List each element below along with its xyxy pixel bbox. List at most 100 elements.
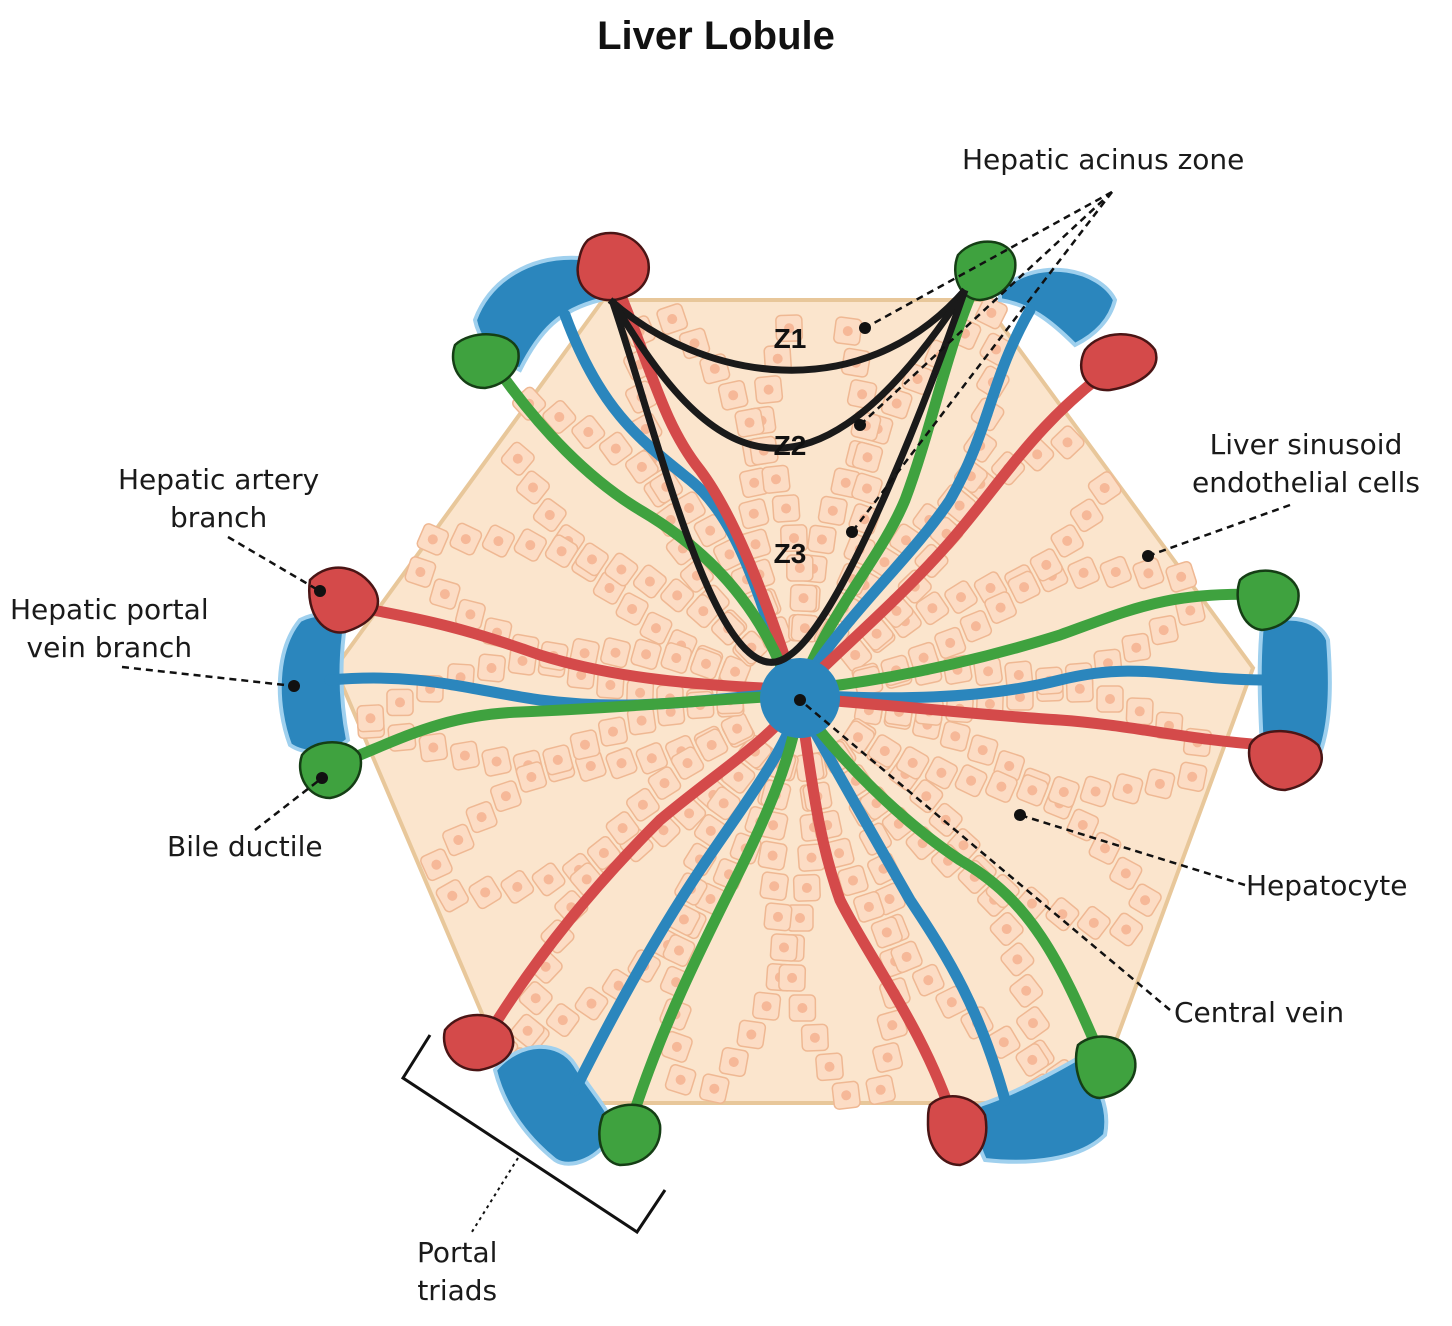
hepatocyte-nucleus	[427, 534, 438, 545]
hepatocyte-nucleus	[728, 390, 739, 401]
portal-vein-branch-vessel	[794, 665, 1271, 704]
hepatocyte-nucleus	[431, 859, 442, 870]
hepatocyte-nucleus	[493, 536, 504, 547]
zone-3-boundary	[608, 288, 969, 666]
label-liver-sinusoid: Liver sinusoid endothelial cells	[1192, 426, 1420, 502]
hepatocyte-nucleus	[1131, 642, 1142, 653]
hepatocyte-nucleus	[946, 997, 957, 1008]
hepatocyte-cell	[1029, 548, 1063, 582]
hepatocyte-nucleus	[671, 1041, 682, 1052]
zone-2-boundary	[608, 288, 968, 452]
hepatocyte-nucleus	[730, 666, 741, 677]
hepatocyte-cell	[853, 891, 885, 923]
hepatocyte-cell	[1109, 856, 1143, 890]
hepatocyte-cell	[736, 1019, 767, 1050]
hepatocyte-nucleus	[544, 510, 555, 520]
hepatocyte-nucleus	[923, 975, 934, 986]
hepatocyte-cell	[639, 611, 673, 645]
hepatocyte-nucleus	[455, 672, 466, 683]
hepatocyte-cell	[771, 494, 801, 523]
hepatocyte-nucleus	[701, 658, 711, 669]
hepatocyte-cell	[797, 843, 826, 872]
hepatocyte-nucleus	[526, 772, 537, 782]
hepatocyte-nucleus	[996, 781, 1007, 792]
hepatocyte-cell	[734, 407, 765, 438]
hepatocyte-nucleus	[608, 726, 618, 737]
hepatocyte-nucleus	[586, 998, 597, 1009]
hepatocyte-nucleus	[853, 732, 863, 743]
hepatocyte-cell	[510, 1013, 545, 1048]
hepatocyte-nucleus	[1103, 658, 1113, 669]
label-hepatocyte: Hepatocyte	[1246, 869, 1408, 902]
hepatocyte-cell	[890, 940, 923, 974]
label-liver-sinusoid-line2: endothelial cells	[1192, 466, 1420, 499]
hepatocyte-cell	[763, 344, 792, 373]
hepatocyte-cell	[896, 746, 930, 780]
hepatocyte-cell	[870, 916, 903, 949]
hepatocyte-cell	[837, 864, 869, 897]
hepatocyte-nucleus	[579, 648, 590, 659]
hepatocyte-nucleus	[1062, 535, 1073, 546]
hepatic-artery-branch	[307, 566, 380, 634]
portal-vein-blob	[998, 267, 1118, 348]
hepatocyte-nucleus	[1134, 706, 1145, 717]
hepatocyte-nucleus	[684, 808, 695, 819]
hepatocyte-nucleus	[1187, 771, 1198, 782]
hepatocyte-cell	[518, 981, 553, 1016]
hepatocyte-cell	[670, 746, 705, 780]
hepatic-artery-branch	[1247, 729, 1324, 792]
hepatic-artery-vessel	[794, 359, 1121, 696]
leader-bile	[254, 777, 323, 831]
hepatocyte-nucleus	[1140, 895, 1151, 906]
hepatocyte-nucleus	[871, 628, 882, 639]
hepatocyte-nucleus	[995, 602, 1006, 613]
hepatocyte-nucleus	[732, 723, 743, 734]
leader-dots	[288, 322, 1154, 821]
hepatocyte-cell	[1007, 570, 1041, 604]
hepatocyte-cell	[481, 746, 512, 777]
hepatocyte-cell	[575, 542, 609, 577]
hepatocyte-cell	[465, 801, 498, 834]
label-hepatic-portal-line2: vein branch	[26, 631, 193, 664]
hepatocyte-cell	[356, 704, 385, 733]
hepatocyte-nucleus	[784, 323, 795, 334]
hepatocyte-cell	[1165, 561, 1197, 593]
hepatocyte-nucleus	[970, 621, 981, 632]
hepatocyte-cell	[429, 578, 461, 610]
hepatocyte-nucleus	[966, 775, 977, 786]
hepatocyte-nucleus	[884, 894, 895, 904]
hepatocyte-nucleus	[1110, 567, 1121, 577]
hepatocyte-cell	[664, 1064, 697, 1096]
label-hepatic-artery-branch: Hepatic artery branch	[118, 461, 319, 537]
hepatic-artery-vessel	[794, 692, 1271, 751]
hepatocyte-nucleus	[1028, 1018, 1038, 1029]
leader-portal-vein	[121, 665, 295, 688]
hepatocyte-nucleus	[627, 604, 638, 614]
hepatocyte-cell	[532, 498, 567, 532]
hepatocyte-nucleus	[552, 754, 563, 765]
hepatocyte-cell	[1066, 808, 1100, 842]
hepatocyte-cell	[924, 756, 958, 790]
hepatocyte-cell	[1045, 897, 1080, 932]
hepatocyte-nucleus	[512, 453, 523, 464]
hepatocyte-cell	[1000, 942, 1035, 977]
hepatocyte-nucleus	[1105, 694, 1115, 704]
hepatocyte-nucleus	[801, 882, 812, 893]
hepatocyte-nucleus	[658, 825, 669, 836]
hepatocyte-nucleus	[616, 564, 627, 575]
hepatocyte-nucleus	[728, 1057, 739, 1067]
hepatocyte-cell	[1177, 761, 1208, 792]
hepatocyte-nucleus	[763, 384, 774, 395]
hepatocyte-cell	[420, 848, 453, 882]
hepatocyte-cell	[626, 705, 657, 736]
hepatocyte-nucleus	[797, 1003, 808, 1013]
hepatocyte-cell	[647, 766, 682, 800]
hepatocyte-nucleus	[709, 1083, 720, 1094]
hepatocyte-cell	[851, 472, 883, 505]
hepatocyte-cell	[1067, 556, 1100, 590]
bracket-line	[400, 1034, 667, 1235]
hepatocyte-nucleus	[824, 1061, 835, 1072]
hepatocyte-cell	[605, 811, 640, 846]
vessels	[324, 259, 1276, 1131]
hepatocyte-nucleus	[1032, 449, 1043, 460]
